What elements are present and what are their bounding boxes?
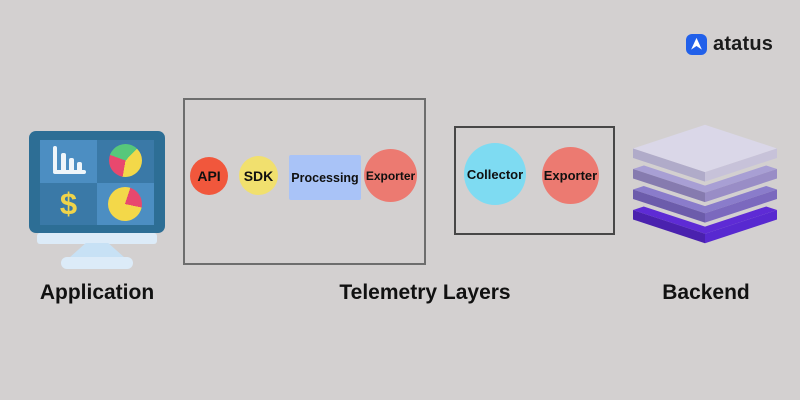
bar xyxy=(77,162,82,170)
backend-label: Backend xyxy=(662,281,750,304)
monitor-stand-neck xyxy=(69,243,125,258)
pie-chart-icon xyxy=(97,182,154,225)
collector-box xyxy=(454,126,615,235)
monitor-stand-base xyxy=(61,257,133,269)
layer-stack-svg xyxy=(633,124,777,244)
node-collector-exporter: Exporter xyxy=(542,147,599,204)
node-api: API xyxy=(190,157,228,195)
atatus-logo-icon xyxy=(686,34,707,55)
brand-logo: atatus xyxy=(686,33,773,56)
backend-layer-stack-icon xyxy=(632,124,778,244)
bar-chart-axis xyxy=(53,170,86,174)
layer-face xyxy=(705,189,777,223)
monitor-screen: $ xyxy=(40,140,154,225)
layer-face xyxy=(633,169,705,203)
application-label: Application xyxy=(39,281,155,304)
dollar-icon: $ xyxy=(40,182,97,225)
application-monitor-icon: $ xyxy=(29,131,165,269)
telemetry-layers-label: Telemetry Layers xyxy=(339,281,511,304)
bar xyxy=(69,158,74,170)
node-exporter: Exporter xyxy=(364,149,417,202)
node-sdk: SDK xyxy=(239,156,278,195)
layer-face xyxy=(705,210,777,244)
bar-chart-icon xyxy=(40,140,97,183)
layer-face xyxy=(705,169,777,203)
dollar-glyph: $ xyxy=(59,185,78,221)
pie xyxy=(108,186,142,221)
pie-chart-icon xyxy=(97,140,154,183)
telemetry-layers-box xyxy=(183,98,426,265)
layer-face xyxy=(633,210,705,244)
layer-face xyxy=(705,148,777,182)
up-arrow-icon xyxy=(691,37,702,50)
node-processing: Processing xyxy=(289,155,361,200)
brand-name: atatus xyxy=(713,33,774,55)
bar-chart-axis xyxy=(53,146,57,172)
node-collector: Collector xyxy=(464,143,526,205)
layer-face xyxy=(633,189,705,223)
pie xyxy=(109,144,142,177)
monitor-chin xyxy=(37,233,157,244)
layer-face xyxy=(633,148,705,182)
bar xyxy=(61,153,66,170)
